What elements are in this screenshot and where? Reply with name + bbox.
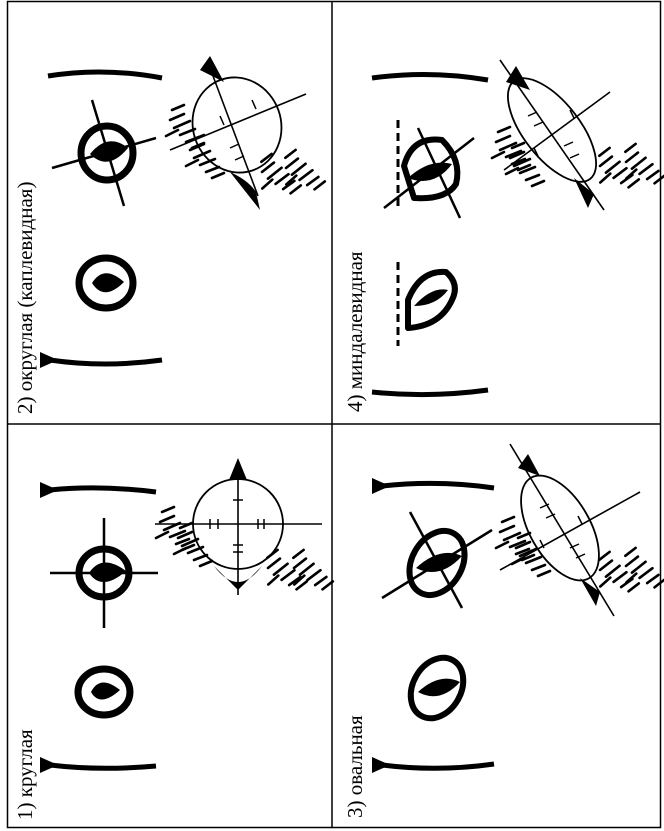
panel-label: 1) круглая xyxy=(13,729,37,820)
eye-small xyxy=(396,262,458,346)
eye-crosshair xyxy=(383,120,475,219)
panel-label: 2) округлая (каплевидная) xyxy=(13,182,37,414)
panel-drop: 2) округлая (каплевидная) xyxy=(13,56,328,414)
eye-schematic xyxy=(494,443,664,617)
eye-small xyxy=(407,654,467,722)
panel-oval: 3) овальная xyxy=(343,443,664,818)
panel-label: 4) миндалевидная xyxy=(343,251,367,412)
eyelid-lines xyxy=(371,71,489,398)
eye-schematic xyxy=(490,59,664,211)
eye-crosshair xyxy=(51,99,157,207)
eyelid-lines xyxy=(40,69,163,368)
eye-crosshair xyxy=(381,511,493,609)
eye-crosshair xyxy=(50,518,158,628)
panel-almond: 4) миндалевидная xyxy=(343,59,664,412)
panel-grid xyxy=(6,0,662,829)
eye-schematic xyxy=(164,56,328,210)
panel-label: 3) овальная xyxy=(343,715,367,818)
panel-round: 1) круглая xyxy=(13,458,336,820)
eyelid-lines xyxy=(372,478,495,773)
eye-small xyxy=(75,254,137,312)
eyelid-lines xyxy=(40,482,157,773)
eye-schematic xyxy=(154,458,336,598)
eye-small xyxy=(74,665,134,719)
